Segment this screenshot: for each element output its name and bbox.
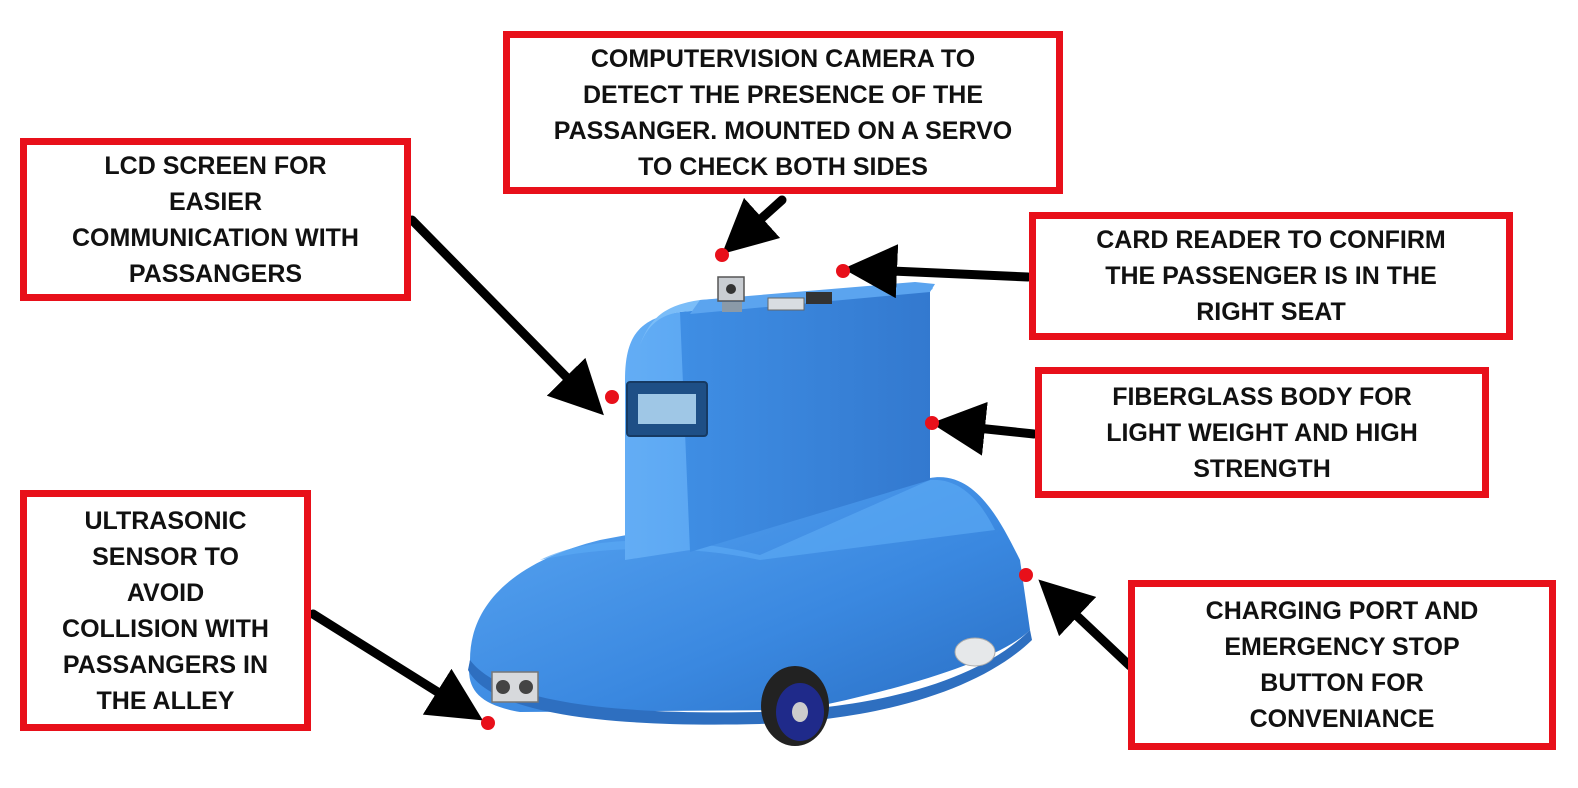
marker-dot-card-reader bbox=[836, 264, 850, 278]
callout-ultrasonic-sensor: ULTRASONIC SENSOR TO AVOID COLLISION WIT… bbox=[20, 490, 311, 731]
arrow-charging bbox=[1038, 579, 1135, 671]
arrow-fiberglass bbox=[931, 401, 1039, 456]
callout-card-reader: CARD READER TO CONFIRM THE PASSENGER IS … bbox=[1029, 212, 1513, 340]
marker-dots bbox=[481, 248, 1033, 730]
marker-dot-lcd bbox=[605, 390, 619, 404]
callout-fiberglass-body: FIBERGLASS BODY FOR LIGHT WEIGHT AND HIG… bbox=[1035, 367, 1489, 498]
camera-module bbox=[717, 276, 745, 312]
marker-dot-camera bbox=[715, 248, 729, 262]
ultrasonic-sensor bbox=[491, 671, 539, 703]
callout-camera: COMPUTERVISION CAMERA TO DETECT THE PRES… bbox=[503, 31, 1063, 194]
robot-tower bbox=[625, 282, 935, 560]
arrow-camera bbox=[721, 195, 787, 255]
callout-charging-port: CHARGING PORT AND EMERGENCY STOP BUTTON … bbox=[1128, 580, 1556, 750]
lcd-screen bbox=[626, 381, 708, 437]
card-reader-module bbox=[767, 292, 832, 311]
arrow-card-reader bbox=[843, 244, 1033, 299]
rear-caster bbox=[954, 637, 996, 667]
arrow-ultrasonic bbox=[308, 609, 483, 721]
robot-base bbox=[468, 477, 1032, 725]
callout-lcd-screen: LCD SCREEN FOR EASIER COMMUNICATION WITH… bbox=[20, 138, 411, 301]
front-wheel bbox=[761, 666, 829, 746]
arrow-lcd bbox=[407, 215, 604, 416]
arrows bbox=[308, 195, 1135, 721]
marker-dot-charging bbox=[1019, 568, 1033, 582]
marker-dot-ultrasonic bbox=[481, 716, 495, 730]
marker-dot-fiberglass bbox=[925, 416, 939, 430]
